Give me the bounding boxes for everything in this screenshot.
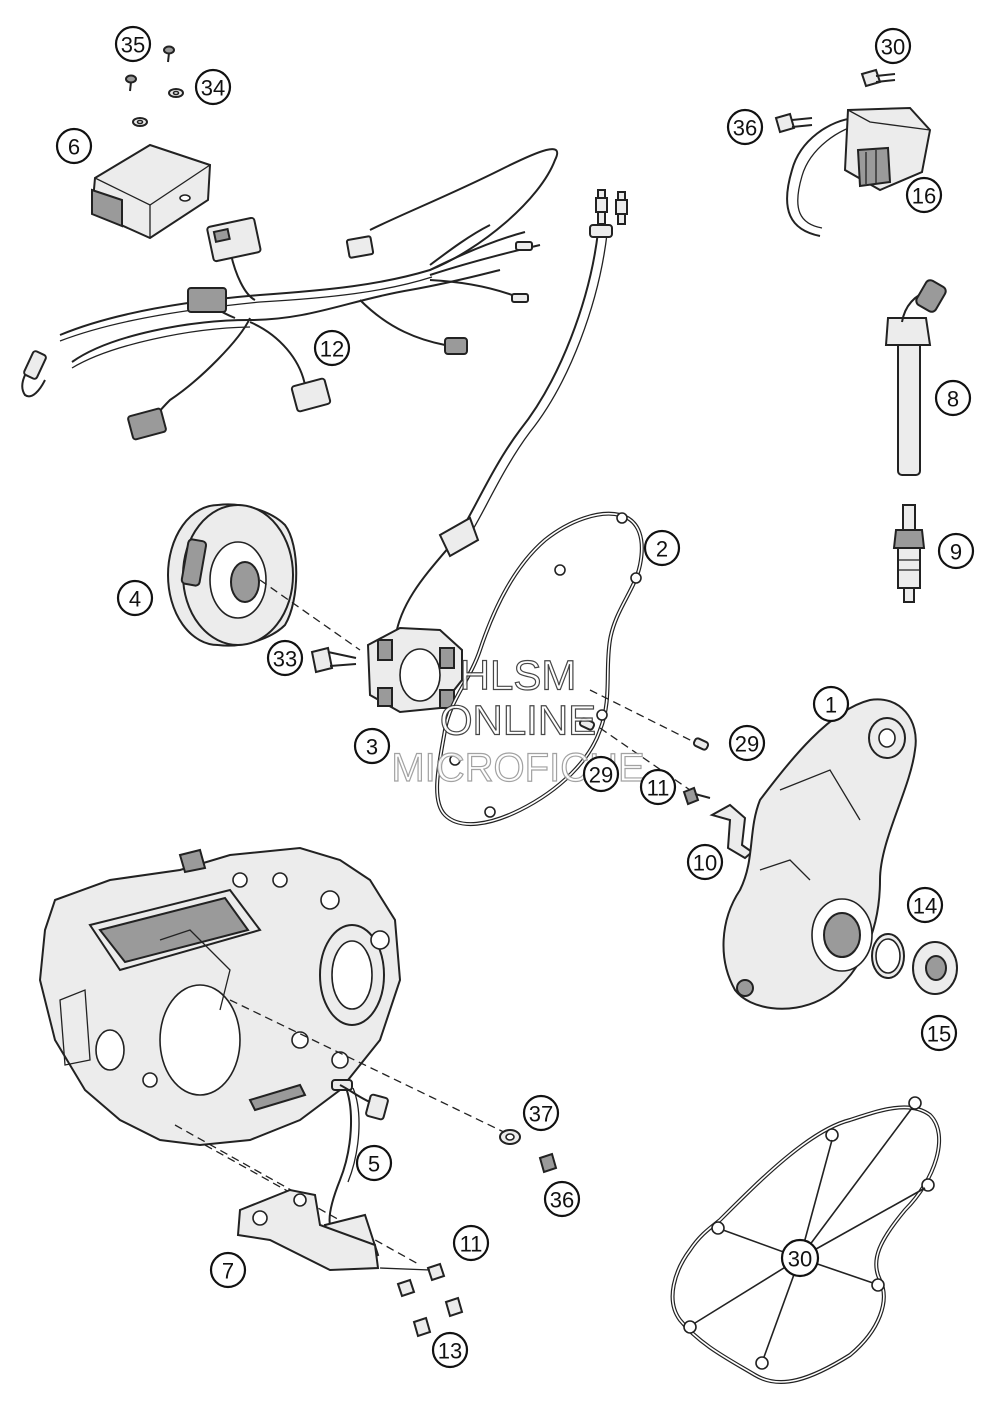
svg-text:30: 30	[881, 35, 905, 60]
callout-14: 14	[906, 886, 944, 924]
callout-30-bottom: 30	[780, 1238, 820, 1278]
svg-text:36: 36	[550, 1188, 574, 1213]
svg-text:29: 29	[589, 763, 613, 788]
washer-34	[168, 88, 184, 98]
spark-plug-connector-8	[884, 279, 947, 476]
wiring-harness-12	[21, 148, 558, 441]
callout-1: 1	[812, 685, 850, 723]
callout-36-top: 36	[726, 108, 764, 146]
alignment-line	[599, 727, 691, 791]
svg-text:11: 11	[460, 1232, 483, 1257]
screw-plug-15	[912, 941, 958, 995]
svg-text:10: 10	[693, 851, 717, 876]
callout-6: 6	[55, 127, 93, 165]
svg-text:5: 5	[368, 1152, 380, 1177]
callout-13: 13	[431, 1331, 469, 1369]
svg-text:1: 1	[825, 693, 837, 718]
svg-text:30: 30	[788, 1247, 812, 1272]
control-unit-6	[90, 143, 212, 240]
stator-3	[366, 626, 463, 714]
svg-text:34: 34	[201, 76, 225, 101]
callout-4: 4	[116, 579, 154, 617]
callout-34: 34	[194, 68, 232, 106]
ignition-coil-16	[786, 106, 932, 237]
callout-5: 5	[355, 1144, 393, 1182]
alignment-line	[174, 1124, 301, 1196]
washer-37	[499, 1129, 521, 1145]
callout-7: 7	[209, 1251, 247, 1289]
callout-8: 8	[934, 379, 972, 417]
callout-12: 12	[313, 329, 351, 367]
sensor-bracket-7	[236, 1188, 380, 1272]
callout-11-lower: 11	[452, 1224, 490, 1262]
callout-35: 35	[114, 25, 152, 63]
flywheel-4	[167, 503, 298, 647]
svg-text:6: 6	[68, 135, 80, 160]
callout-10: 10	[686, 843, 724, 881]
svg-text:29: 29	[735, 732, 759, 757]
o-ring-14	[871, 933, 905, 979]
screw-small	[125, 74, 137, 92]
washer-small	[132, 117, 148, 127]
svg-text:33: 33	[273, 647, 297, 672]
bolt-36-lower	[538, 1152, 558, 1174]
dowel-pin-29	[692, 737, 710, 751]
watermark: HLSM ONLINE MICROFICHE	[391, 651, 646, 791]
svg-text:13: 13	[438, 1339, 462, 1364]
alignment-line	[259, 579, 361, 651]
screw-11-lower	[379, 1262, 446, 1282]
svg-text:2: 2	[656, 537, 668, 562]
callout-16: 16	[905, 176, 943, 214]
svg-text:35: 35	[121, 33, 145, 58]
crankcase	[38, 846, 402, 1147]
callout-9: 9	[937, 532, 975, 570]
svg-text:37: 37	[529, 1102, 553, 1127]
svg-text:7: 7	[222, 1259, 234, 1284]
cover-gasket-bottom	[670, 1096, 941, 1384]
callout-30-top: 30	[874, 27, 912, 65]
callout-15: 15	[920, 1014, 958, 1052]
svg-text:12: 12	[320, 337, 344, 362]
screw-13	[396, 1278, 464, 1338]
callout-3: 3	[353, 727, 391, 765]
svg-text:36: 36	[733, 116, 757, 141]
svg-text:16: 16	[912, 184, 936, 209]
screw-35	[163, 45, 175, 63]
callout-29-left: 29	[582, 755, 620, 793]
bolt-36-top	[774, 112, 813, 134]
svg-text:15: 15	[927, 1022, 951, 1047]
bolt-30-top	[860, 68, 896, 88]
spark-plug-9	[892, 504, 926, 603]
ignition-cover-1	[722, 698, 917, 1010]
svg-text:4: 4	[129, 587, 141, 612]
watermark-line-2: ONLINE	[440, 697, 596, 744]
bolt-33	[310, 646, 357, 674]
callout-11-upper: 11	[639, 768, 677, 806]
svg-text:9: 9	[950, 540, 962, 565]
callout-37: 37	[522, 1094, 560, 1132]
screw-11	[682, 786, 711, 806]
callout-2: 2	[643, 529, 681, 567]
callout-36-lower: 36	[543, 1180, 581, 1218]
svg-text:11: 11	[647, 776, 670, 801]
callout-29-right: 29	[728, 724, 766, 762]
stator-cable	[394, 189, 628, 641]
cover-gasket-2	[435, 511, 644, 827]
svg-text:3: 3	[366, 735, 378, 760]
watermark-line-1: HLSM	[460, 652, 577, 699]
callout-33: 33	[266, 639, 304, 677]
svg-text:8: 8	[947, 387, 959, 412]
alignment-line	[589, 689, 701, 746]
svg-text:14: 14	[913, 894, 937, 919]
dowel-pin-29b	[578, 717, 596, 731]
